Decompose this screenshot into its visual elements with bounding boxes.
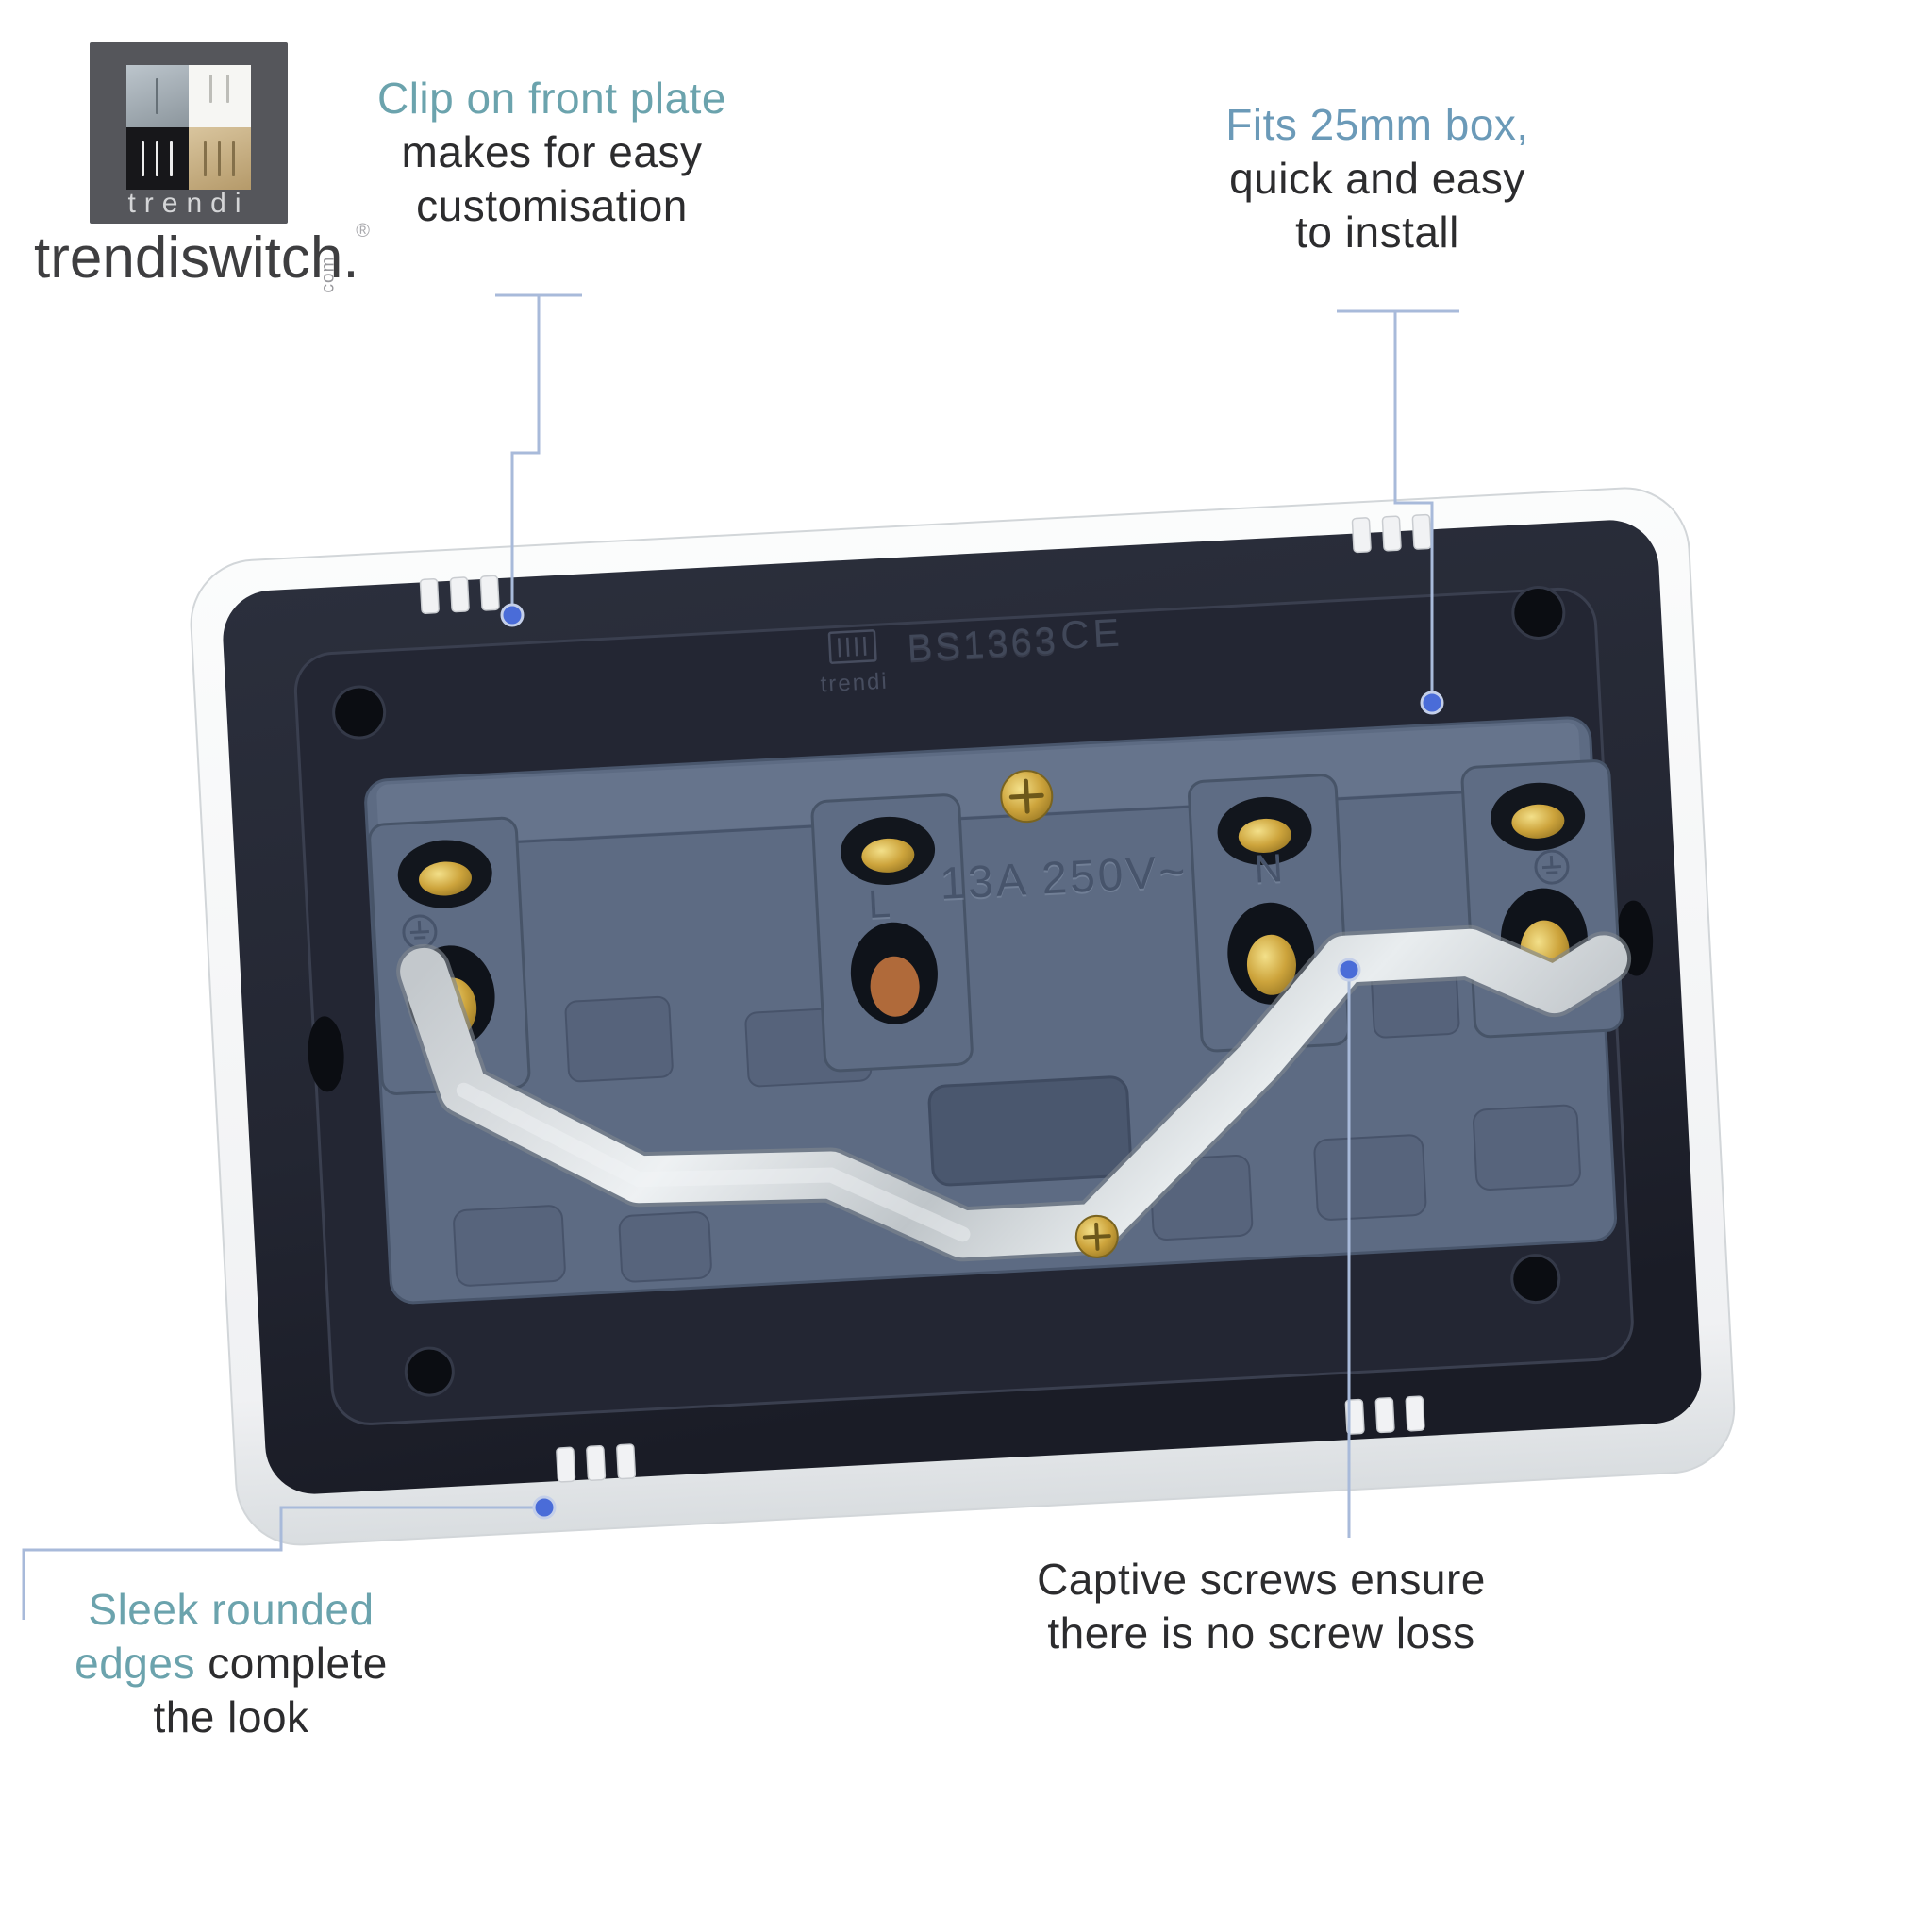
corner-screw-hole [1511, 585, 1566, 640]
module-bump [1473, 1104, 1581, 1191]
annotation-text: to install [1295, 208, 1459, 257]
registered-mark: ® [356, 221, 370, 242]
leader-dots [500, 603, 1444, 1520]
annotation-highlight: Fits 25mm box, [1225, 100, 1529, 149]
annotation-text: Captive screws ensure [1037, 1555, 1486, 1604]
clip-tabs-bottom-right [1344, 1395, 1425, 1435]
cable-clamp [927, 1075, 1133, 1187]
annotation-captive-screws: Captive screws ensure there is no screw … [1025, 1553, 1497, 1660]
module-bump [1313, 1134, 1427, 1221]
leader-dot [1420, 691, 1444, 715]
module-top-rail [376, 723, 1581, 847]
corner-screw-hole [404, 1346, 455, 1397]
module-bump [564, 995, 674, 1083]
svg-text:L: L [867, 883, 891, 928]
plate-markings: trendi BS1363 BS1363 CE [820, 610, 1124, 698]
corner-screw-hole [332, 685, 387, 740]
logo-switch-silver-icon [126, 65, 189, 127]
earth-symbol-icon [1534, 849, 1570, 885]
module-bump [618, 1211, 712, 1283]
socket-back: trendi BS1363 BS1363 CE [190, 487, 1736, 1546]
leader-line-sleek [22, 1506, 544, 1620]
leader-line-clip [495, 293, 582, 609]
brand-site-name: trendiswitch. [34, 225, 359, 291]
logo-switch-black-icon [126, 127, 189, 190]
logo-brand-text: trendi [127, 188, 250, 219]
marking-ce: CE [1059, 610, 1124, 658]
annotation-text: the look [153, 1692, 309, 1741]
logo-switch-grid [126, 65, 251, 190]
leader-dot [500, 603, 525, 627]
brand-mark-icon [827, 629, 877, 664]
marking-standard: BS1363 [907, 620, 1059, 669]
module-markings: 13A 250V~ 13A 250V~ L L N N [402, 845, 1570, 950]
marking-neutral: N [1253, 845, 1284, 891]
module-bump [453, 1205, 566, 1287]
marking-live: L [867, 881, 891, 926]
leader-lines [22, 293, 1459, 1620]
annotation-text: there is no screw loss [1047, 1608, 1475, 1657]
annotation-fits-25mm-box: Fits 25mm box, quick and easy to install [1141, 98, 1613, 259]
annotation-highlight: Sleek rounded [88, 1585, 375, 1634]
fixing-screw-bottom [1074, 1214, 1119, 1258]
leader-dot [532, 1495, 557, 1520]
clip-tabs-bottom-left [556, 1443, 637, 1483]
clip-tabs-top-right [1351, 513, 1432, 554]
fixing-screw-top [1000, 770, 1054, 824]
leader-line-fits [1337, 309, 1459, 698]
logo-switch-white-icon [189, 65, 251, 127]
annotation-highlight: edges [75, 1639, 195, 1688]
annotation-text: edges complete [75, 1639, 388, 1688]
marking-brand: trendi [820, 669, 889, 698]
annotation-text: quick and easy [1229, 154, 1525, 203]
annotation-sleek-rounded-edges: Sleek rounded edges complete the look [0, 1583, 462, 1744]
svg-text:N: N [1253, 847, 1284, 893]
rail-edge [379, 784, 1582, 851]
terminal-live [810, 793, 974, 1073]
corner-screw-hole [1510, 1254, 1561, 1305]
annotation-clip-on-front-plate: Clip on front plate makes for easy custo… [316, 72, 788, 233]
brand-tld: com [318, 256, 339, 293]
annotation-text: makes for easy [401, 127, 703, 176]
brand-wordmark: trendiswitch. com ® [34, 221, 370, 304]
mounting-slot [308, 1016, 344, 1092]
clip-tabs-top-left [419, 575, 500, 614]
annotation-text: customisation [416, 181, 688, 230]
annotation-highlight: Clip on front plate [376, 74, 727, 123]
leader-dot [1337, 958, 1361, 982]
trendi-logo: trendi [90, 42, 288, 224]
svg-text:BS1363: BS1363 [907, 622, 1059, 671]
logo-switch-gold-icon [189, 127, 251, 190]
